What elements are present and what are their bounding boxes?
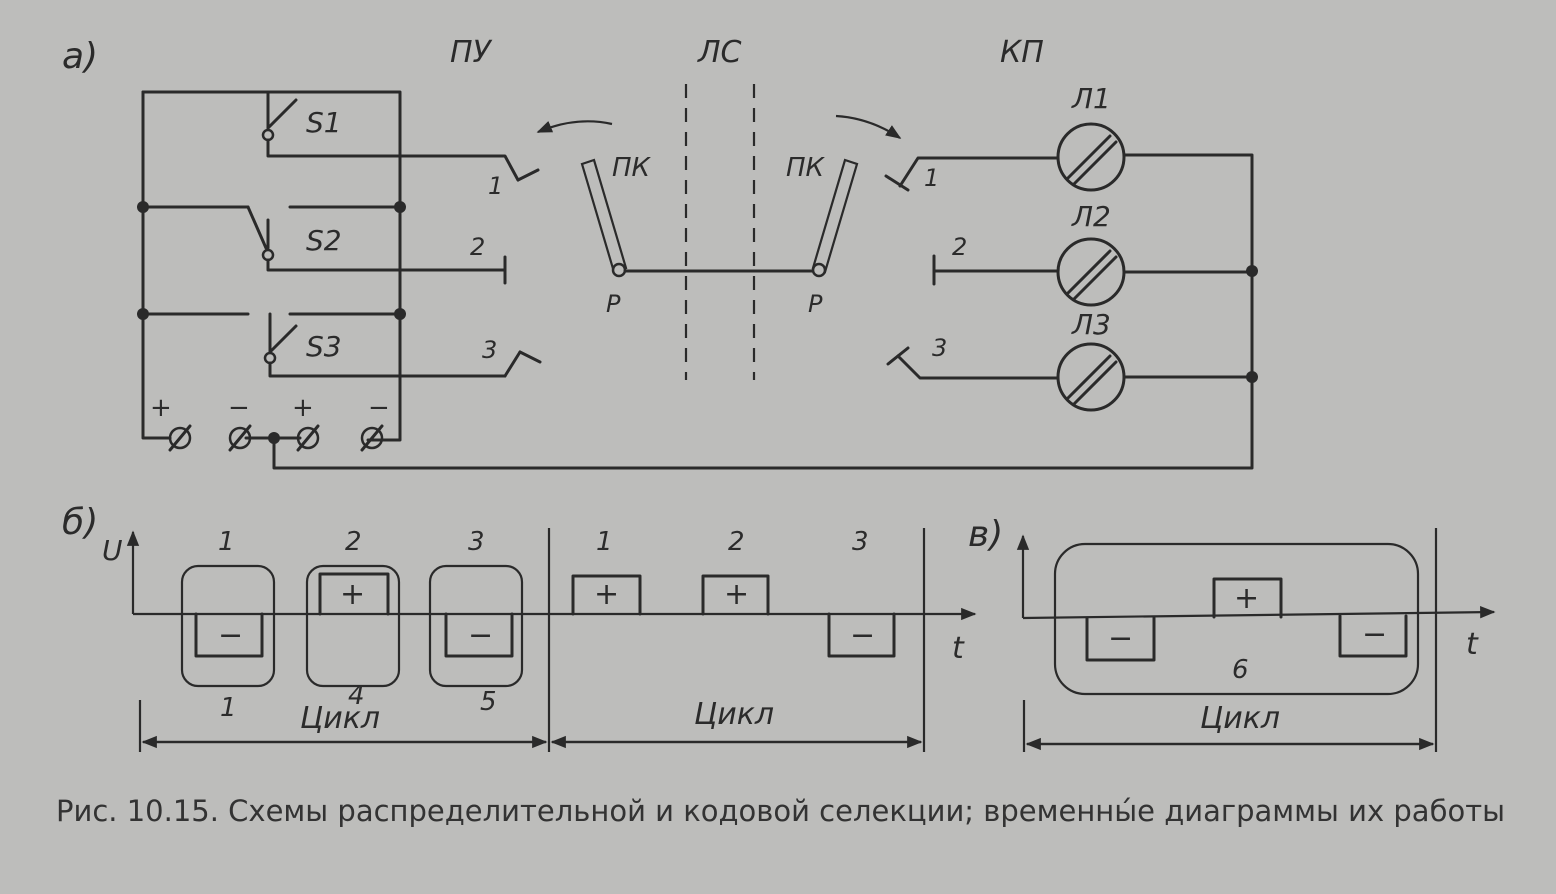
pulse-negative xyxy=(444,612,514,658)
ls-boundary xyxy=(684,84,756,380)
pulse-sign: − xyxy=(1108,621,1133,656)
section-pu-label: ПУ xyxy=(450,35,493,70)
commutator-left-label: ПК xyxy=(612,153,652,183)
panel-a: а) ПУ ЛС КП S1 xyxy=(62,35,1258,470)
axis-t-c-label: t xyxy=(1466,627,1479,662)
slot-number: 2 xyxy=(728,527,745,557)
terminal-plus-2: + xyxy=(292,393,314,423)
group-frame-4 xyxy=(305,564,401,688)
slot-number: 3 xyxy=(468,527,485,557)
pulse-sign: − xyxy=(1362,617,1387,652)
kp-lamp-returns xyxy=(1122,270,1254,379)
pulse-sign: − xyxy=(850,618,875,653)
slot-number: 1 xyxy=(596,527,613,557)
lamp-l3-label: Л3 xyxy=(1071,308,1111,341)
commutator-right-label: ПК xyxy=(786,153,826,183)
pu-line-1: 1 xyxy=(488,172,503,200)
cycle-label-1: Цикл xyxy=(300,701,380,736)
slot-number: 1 xyxy=(218,527,235,557)
panel-b: б) U t 1 2 3 1 2 3 − + − + + − 1 4 5 xyxy=(62,502,977,752)
lamp-l2-label: Л2 xyxy=(1071,200,1111,233)
switch-s2-label: S2 xyxy=(306,224,342,257)
lamp-l1: Л1 xyxy=(1056,82,1126,192)
group-frame-1 xyxy=(180,564,276,688)
switch-s3: S3 xyxy=(263,312,507,378)
pulse-negative xyxy=(1085,616,1156,662)
pulse-negative xyxy=(1338,614,1408,658)
panel-c-label: в) xyxy=(968,514,1003,555)
pulse-positive xyxy=(318,572,390,616)
pulse-positive xyxy=(1212,577,1283,619)
switch-s2: S2 xyxy=(246,205,507,272)
commutator-right: ПК Р xyxy=(786,114,902,318)
lamp-l3: Л3 xyxy=(1056,308,1126,412)
panel-c: в) t − + − 6 Цикл xyxy=(968,514,1496,752)
pulse-sign: − xyxy=(468,618,493,653)
pulse-sign: − xyxy=(218,618,243,653)
pulse-negative xyxy=(194,612,264,658)
kp-line-3: 3 xyxy=(932,334,947,362)
axis-t-b-label: t xyxy=(952,631,965,666)
switch-s3-label: S3 xyxy=(306,330,342,363)
pulse-sign: + xyxy=(724,577,749,612)
cycle-label-2: Цикл xyxy=(694,697,774,732)
switch-s1-label: S1 xyxy=(306,106,342,139)
power-terminals: + − + − xyxy=(150,393,390,452)
pu-bus-lines xyxy=(137,90,1258,470)
pulse-sign: + xyxy=(1234,581,1259,616)
terminal-minus-1: − xyxy=(228,393,250,423)
axis-t-c xyxy=(1022,606,1496,620)
slot-number: 2 xyxy=(345,527,362,557)
group-number: 1 xyxy=(220,693,237,723)
commutator-left: ПК Р xyxy=(536,120,652,318)
figure-caption: Рис. 10.15. Схемы распределительной и ко… xyxy=(56,794,1505,828)
pulse-positive xyxy=(701,574,770,616)
group-number: 4 xyxy=(348,681,365,711)
pulse-positive xyxy=(571,574,642,616)
kp-contacts: 1 2 3 xyxy=(884,156,1060,380)
group-number-6: 6 xyxy=(1232,655,1249,685)
panel-b-label: б) xyxy=(62,502,98,543)
slot-number: 3 xyxy=(852,527,869,557)
section-kp-label: КП xyxy=(1000,35,1044,70)
kp-line-1: 1 xyxy=(924,164,939,192)
lamp-l1-label: Л1 xyxy=(1071,82,1111,115)
pulse-sign: + xyxy=(594,577,619,612)
cycle-label-3: Цикл xyxy=(1200,701,1280,736)
pu-line-3: 3 xyxy=(482,336,497,364)
pulse-negative xyxy=(827,612,896,658)
panel-a-label: а) xyxy=(62,36,98,77)
lamp-l2: Л2 xyxy=(1056,200,1126,307)
pivot-left-label: Р xyxy=(606,290,621,318)
group-number: 5 xyxy=(480,687,497,717)
pulse-sign: + xyxy=(340,577,365,612)
pivot-right-label: Р xyxy=(808,290,823,318)
kp-line-2: 2 xyxy=(952,233,967,261)
pu-contacts: 1 2 3 xyxy=(398,154,542,378)
terminal-minus-2: − xyxy=(368,393,390,423)
section-ls-label: ЛС xyxy=(697,35,742,70)
pu-line-2: 2 xyxy=(470,233,485,261)
group-frame-6 xyxy=(1053,542,1420,696)
terminal-plus-1: + xyxy=(150,393,172,423)
group-frame-5 xyxy=(428,564,524,688)
switch-s1: S1 xyxy=(261,90,402,158)
axis-u-label: U xyxy=(102,534,123,567)
